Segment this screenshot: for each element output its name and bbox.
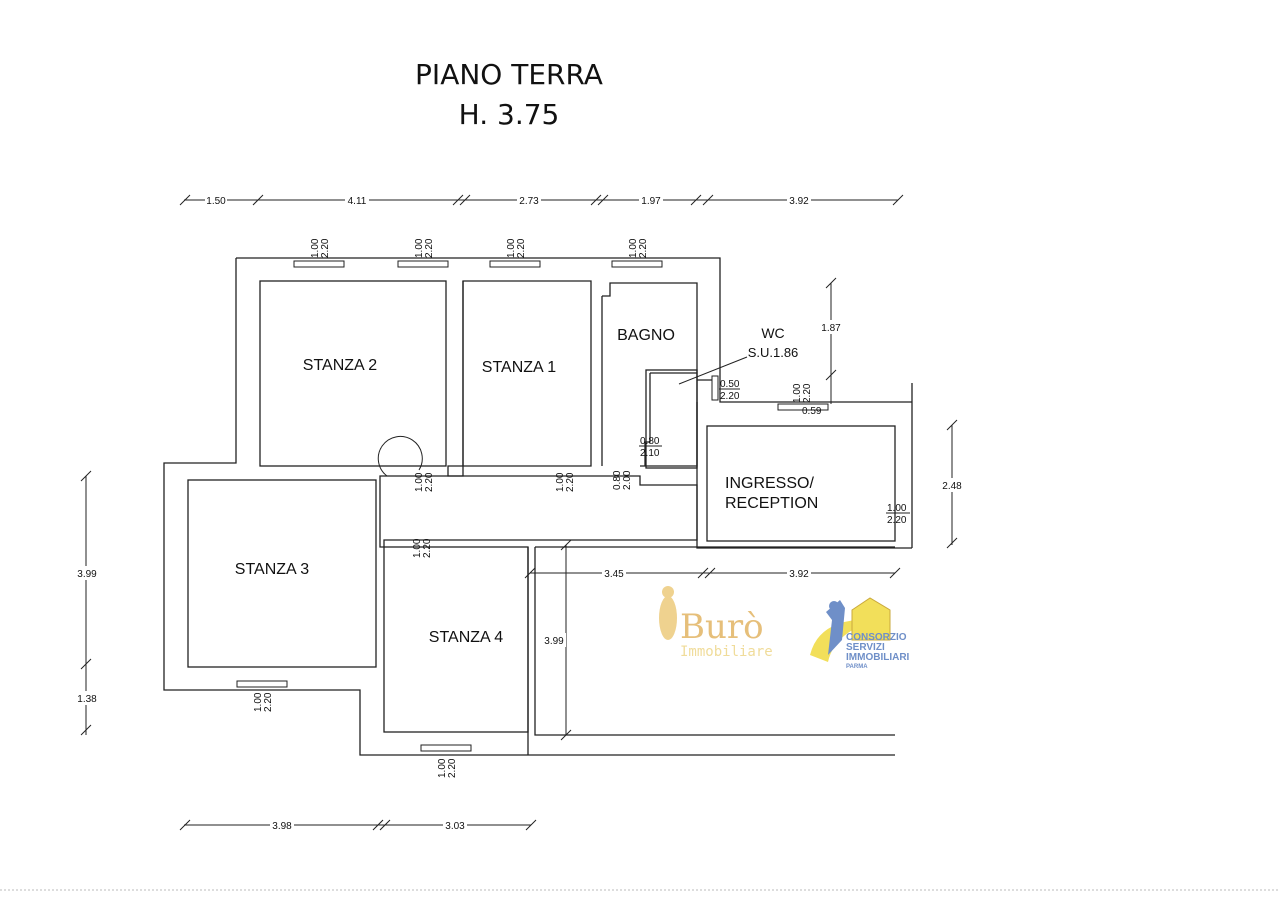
windows [236, 260, 829, 752]
opening-height: 2.20 [516, 238, 527, 258]
opening-height: 2.20 [720, 391, 740, 402]
opening-height: 2.20 [638, 238, 649, 258]
opening-width: 1.00 [628, 238, 639, 258]
room-stanza-1: STANZA 1 [482, 359, 556, 376]
opening-height: 2.10 [640, 448, 660, 459]
dim-bottom-1: 3.98 [272, 821, 292, 832]
room-labels: STANZA 2 STANZA 1 BAGNO WC S.U.1.86 INGR… [235, 325, 819, 646]
opening-width: 1.00 [414, 472, 425, 492]
consorzio-line-4: PARMA [846, 664, 868, 670]
opening-height: 2.20 [424, 472, 435, 492]
dim-inner-v: 3.99 [544, 636, 564, 647]
top-dimension-chain: 1.50 4.11 2.73 1.97 3.92 [179, 193, 904, 207]
dim-wc-height: 1.87 [821, 323, 841, 334]
opening-width: 0.80 [612, 470, 623, 490]
dim-inner-h-2: 3.92 [789, 569, 809, 580]
room-stanza-2: STANZA 2 [303, 357, 377, 374]
opening-height: 2.20 [320, 238, 331, 258]
consorzio-logo: CONSORZIO SERVIZI IMMOBILIARI PARMA [810, 597, 910, 670]
walls [163, 257, 913, 756]
room-ingresso: INGRESSO/ [725, 475, 814, 492]
room-stanza-3: STANZA 3 [235, 561, 309, 578]
opening-width: 1.00 [887, 503, 907, 514]
opening-height: 2.00 [622, 470, 633, 490]
opening-width: 1.00 [412, 538, 423, 558]
dim-inner-h-1: 3.45 [604, 569, 624, 580]
door-swing [377, 435, 423, 477]
dim-top-3: 2.73 [519, 196, 539, 207]
plan-title: PIANO TERRA [415, 58, 603, 91]
dim-left-1: 3.99 [77, 569, 97, 580]
opening-width: 1.00 [253, 692, 264, 712]
dim-top-2: 4.11 [348, 196, 367, 207]
opening-width: 0.59 [802, 406, 822, 417]
opening-height: 2.20 [887, 515, 907, 526]
consorzio-line-3: IMMOBILIARI [846, 652, 910, 663]
opening-height: 2.20 [424, 238, 435, 258]
dim-top-5: 3.92 [789, 196, 809, 207]
opening-width: 1.00 [437, 758, 448, 778]
opening-height: 2.20 [263, 692, 274, 712]
room-reception: RECEPTION [725, 495, 818, 512]
opening-width: 1.00 [555, 472, 566, 492]
dim-top-4: 1.97 [641, 196, 661, 207]
opening-height: 2.20 [422, 538, 433, 558]
opening-width: 1.00 [310, 238, 321, 258]
opening-width: 0.50 [720, 379, 740, 390]
room-bagno: BAGNO [617, 327, 675, 344]
opening-width: 1.00 [506, 238, 517, 258]
dim-right-ingresso: 2.48 [942, 481, 962, 492]
room-wc: WC [761, 325, 784, 341]
buro-logo: Burò Immobiliare [659, 586, 773, 660]
opening-width: 0.80 [640, 436, 660, 447]
buro-logo-sub: Immobiliare [680, 644, 773, 660]
opening-height: 2.20 [802, 383, 813, 403]
plan-height: H. 3.75 [459, 98, 560, 131]
dim-top-1: 1.50 [206, 196, 226, 207]
dimension-lines: 3.99 1.38 2.48 1.87 3.45 3.92 3.99 3.98 … [75, 277, 964, 832]
buro-logo-name: Burò [680, 607, 764, 647]
opening-height: 2.20 [447, 758, 458, 778]
room-stanza-4: STANZA 4 [429, 629, 503, 646]
dim-bottom-2: 3.03 [445, 821, 465, 832]
consorzio-line-2: SERVIZI [846, 642, 885, 653]
dim-left-2: 1.38 [77, 694, 97, 705]
opening-height: 2.20 [565, 472, 576, 492]
room-wc-area: S.U.1.86 [748, 345, 799, 360]
consorzio-line-1: CONSORZIO [846, 632, 907, 643]
opening-width: 1.00 [414, 238, 425, 258]
opening-width: 1.00 [792, 383, 803, 403]
